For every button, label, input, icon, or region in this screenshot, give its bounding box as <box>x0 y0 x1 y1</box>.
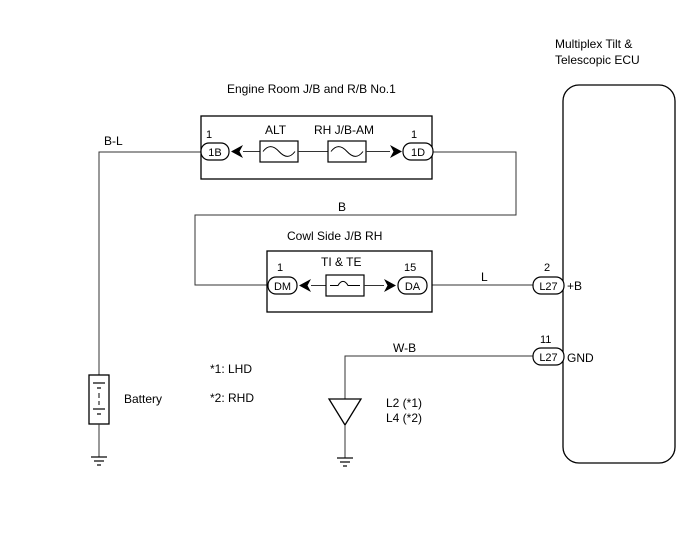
ecu-pin-ground-number: 11 <box>540 334 551 346</box>
fuse-ti-te-label: TI & TE <box>321 255 361 269</box>
wire-battery-lead <box>98 151 201 375</box>
ground-point-label-1: L2 (*1) <box>386 396 422 410</box>
ecu-terminal-plus-b: +B <box>567 279 582 293</box>
fuse-rh-jb-am-label: RH J/B-AM <box>314 123 374 137</box>
fuse-alt-label: ALT <box>265 123 287 137</box>
ecu-pin-power-number: 2 <box>544 262 550 274</box>
ecu-title-line2: Telescopic ECU <box>555 53 640 67</box>
connector-da <box>397 276 428 295</box>
connector-l27-power-label: L27 <box>539 281 557 293</box>
chassis-ground-icon <box>91 456 107 466</box>
ground-point-icon <box>327 398 363 427</box>
wire-label-b: B <box>338 200 346 214</box>
ecu-title-line1: Multiplex Tilt & <box>555 37 632 51</box>
connector-1b-label: 1B <box>208 147 221 159</box>
connector-da-label: DA <box>405 281 421 293</box>
ecu-box <box>562 84 676 464</box>
note-lhd: *1: LHD <box>210 362 252 376</box>
terminal-arrow-1d <box>390 145 402 158</box>
battery-icon <box>88 374 110 425</box>
connector-1d <box>402 142 434 161</box>
engine-room-jb-title: Engine Room J/B and R/B No.1 <box>227 82 396 96</box>
pin-number-da: 15 <box>404 262 416 274</box>
terminal-arrow-dm <box>299 279 311 292</box>
wire-label-w-b: W-B <box>393 341 416 355</box>
connector-1b <box>200 142 230 161</box>
connector-dm-label: DM <box>274 281 291 293</box>
connector-l27-power <box>532 276 565 295</box>
connector-1d-label: 1D <box>411 147 425 159</box>
pin-number-1d: 1 <box>411 129 417 141</box>
battery-label: Battery <box>124 392 162 406</box>
ecu-terminal-gnd: GND <box>567 351 594 365</box>
terminal-arrow-da <box>384 279 396 292</box>
wire-jb-link <box>194 151 517 286</box>
pin-number-1b: 1 <box>206 129 212 141</box>
ground-symbol-icon <box>337 457 353 467</box>
connector-dm <box>267 276 298 295</box>
wire-ground-lead <box>344 355 533 399</box>
wire-label-l: L <box>481 270 488 284</box>
pin-number-dm: 1 <box>277 262 283 274</box>
connector-l27-ground-label: L27 <box>539 352 557 364</box>
note-rhd: *2: RHD <box>210 391 254 405</box>
cowl-side-jb-title: Cowl Side J/B RH <box>287 229 382 243</box>
wire-label-b-l: B-L <box>104 134 123 148</box>
ground-point-label-2: L4 (*2) <box>386 411 422 425</box>
connector-l27-ground <box>532 347 565 366</box>
terminal-arrow-1b <box>231 145 243 158</box>
